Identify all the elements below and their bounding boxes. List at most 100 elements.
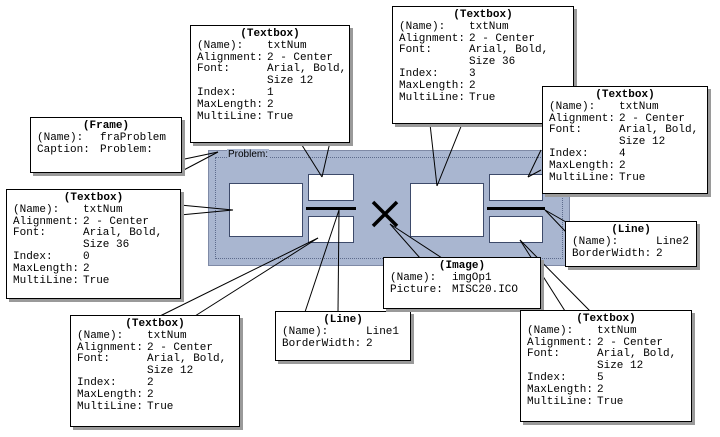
props-title: (Textbox) <box>240 28 300 40</box>
property-key: (Name): <box>572 235 619 248</box>
property-key: MultiLine: <box>197 110 264 123</box>
property-key: Picture: <box>390 283 443 296</box>
property-value: 2 <box>469 79 476 92</box>
property-key: Index: <box>77 376 117 389</box>
property-key: (Name): <box>527 324 574 337</box>
property-key: MaxLength: <box>77 388 144 401</box>
property-value: 2 <box>656 247 663 260</box>
property-row: (Name):Line1 <box>282 325 404 339</box>
property-row: Index: 2 <box>77 376 233 390</box>
property-value: 2 <box>147 376 154 389</box>
property-row: Index:4 <box>549 147 701 161</box>
property-row: Font: Arial, Bold, Size 12 <box>197 63 347 88</box>
property-value: txtNum <box>597 324 637 337</box>
textbox-num-5[interactable] <box>489 216 543 243</box>
props-title: (Textbox) <box>595 89 655 101</box>
textbox-num-4[interactable] <box>489 174 543 201</box>
property-value: 4 <box>619 147 626 160</box>
property-row: Index: 1 <box>197 86 343 100</box>
property-key: Font: <box>549 124 583 137</box>
property-key: BorderWidth: <box>282 337 362 350</box>
props-title: (Textbox) <box>125 318 185 330</box>
textbox-num-3[interactable] <box>410 183 484 237</box>
property-row: MaxLength:2 <box>527 383 685 397</box>
property-value: True <box>619 171 646 184</box>
property-key: MultiLine: <box>13 274 80 287</box>
property-key: MaxLength: <box>197 98 264 111</box>
property-row: BorderWidth:2 <box>282 337 404 351</box>
property-row: MaxLength:2 <box>399 79 567 93</box>
line1 <box>306 207 356 210</box>
property-key: MaxLength: <box>527 383 594 396</box>
property-value: Arial, Bold, Size 36 <box>469 44 549 69</box>
property-value: True <box>147 400 174 413</box>
property-row: MaxLength:2 <box>197 98 343 112</box>
property-key: (Name): <box>77 329 124 342</box>
property-value: 2 - Center <box>267 51 334 64</box>
property-row: (Name): txtNum <box>13 203 174 217</box>
property-key: Index: <box>399 67 439 80</box>
property-key: Font: <box>197 63 231 76</box>
property-value: True <box>267 110 294 123</box>
property-row: Font:Arial, Bold, Size 12 <box>549 125 701 149</box>
property-row: (Name): txtNum <box>77 329 233 343</box>
property-value: Line1 <box>366 325 400 338</box>
property-value: 2 <box>619 159 626 172</box>
property-row: MaxLength:2 <box>77 388 233 402</box>
property-row: Font: Arial, Bold, Size 36 <box>13 228 174 252</box>
property-value: 3 <box>469 67 476 80</box>
property-value: Arial, Bold, Size 12 <box>267 63 347 88</box>
property-row: Alignment:2 - Center <box>13 216 174 229</box>
textbox-num-2[interactable] <box>308 216 354 243</box>
property-row: (Name):imgOp1 <box>390 271 534 285</box>
textbox-num-1[interactable] <box>308 174 354 201</box>
frame-caption: Problem: <box>227 149 270 160</box>
props-title: (Textbox) <box>576 313 636 325</box>
property-key: Font: <box>527 348 561 361</box>
property-row: Font: Arial, Bold, Size 36 <box>399 45 567 69</box>
property-row: Index: 3 <box>399 67 567 81</box>
property-key: Font: <box>13 227 47 240</box>
props-title: (Textbox) <box>453 9 513 21</box>
property-row: Alignment:2 - Center <box>77 342 233 355</box>
textbox-num-0[interactable] <box>229 183 303 237</box>
property-value: 2 - Center <box>597 336 664 349</box>
property-row: Font:Arial, Bold, Size 12 <box>77 354 233 378</box>
property-row: (Name):txtNum <box>197 39 343 53</box>
property-key: Caption: <box>37 143 90 156</box>
property-value: 2 <box>83 262 90 275</box>
property-value: txtNum <box>83 203 123 216</box>
property-key: Font: <box>399 44 433 57</box>
property-value: 1 <box>267 86 274 99</box>
property-row: MultiLine:True <box>77 400 233 414</box>
property-value: Arial, Bold, Size 12 <box>597 348 677 373</box>
props-title: (Line) <box>611 224 651 236</box>
property-row: Index:0 <box>13 251 174 264</box>
property-value: txtNum <box>619 100 659 113</box>
property-row: Caption:Problem: <box>37 143 175 157</box>
property-key: BorderWidth: <box>572 247 652 260</box>
property-row: Font: Arial, Bold, Size 12 <box>527 349 685 373</box>
property-row: MaxLength:2 <box>549 159 701 173</box>
property-row: Alignment:2 - Center <box>197 51 343 65</box>
property-row: MultiLine:True <box>399 92 567 105</box>
property-key: Alignment: <box>399 32 466 45</box>
property-row: (Name):Line2 <box>572 235 690 249</box>
property-value: 5 <box>597 371 604 384</box>
property-value: Arial, Bold, Size 36 <box>83 227 163 252</box>
property-key: (Name): <box>549 100 596 113</box>
property-key: (Name): <box>390 271 437 284</box>
property-row: Alignment:2 - Center <box>549 113 701 126</box>
property-key: (Name): <box>197 39 244 52</box>
property-key: Index: <box>197 86 237 99</box>
property-key: (Name): <box>13 203 60 216</box>
property-value: txtNum <box>147 329 187 342</box>
property-row: BorderWidth: 2 <box>572 247 690 261</box>
